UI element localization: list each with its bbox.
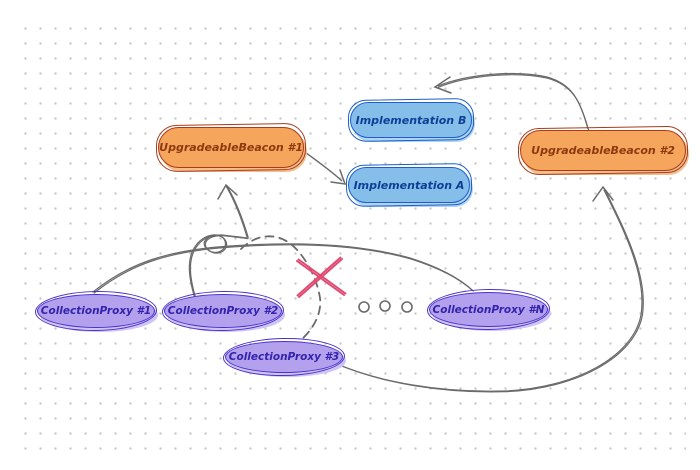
node-collection-proxy-3: CollectionProxy #3 bbox=[225, 341, 343, 373]
node-implementation-a: Implementation A bbox=[348, 167, 470, 203]
node-label: Implementation B bbox=[355, 113, 467, 127]
edge-beacon2-to-implementation-b-sketch bbox=[438, 74, 590, 131]
node-collection-proxy-1: CollectionProxy #1 bbox=[37, 294, 155, 328]
arrow-to-beacon1-sketch bbox=[226, 185, 249, 239]
edge-proxy2-to-beacon1-sketch bbox=[189, 235, 249, 304]
arrowhead-beacon2 bbox=[592, 185, 614, 202]
node-collection-proxy-n: CollectionProxy #N bbox=[429, 292, 548, 327]
ellipsis-dots bbox=[358, 300, 413, 313]
node-label: CollectionProxy #3 bbox=[228, 351, 340, 363]
arrowhead-beacon1 bbox=[217, 183, 238, 200]
removed-cross-icon bbox=[296, 256, 347, 298]
node-implementation-b: Implementation B bbox=[350, 102, 472, 138]
edge-beacon1-to-implementation-a-sketch bbox=[305, 152, 343, 182]
arrowhead-implementation-b bbox=[433, 76, 452, 94]
node-label: CollectionProxy #1 bbox=[40, 305, 152, 317]
dot-grid-background bbox=[18, 21, 686, 455]
edge-proxies-to-beacon1-sketch bbox=[93, 244, 474, 294]
node-upgradeable-beacon-1: UpgradeableBeacon #1 bbox=[158, 127, 304, 168]
arrow-to-beacon1 bbox=[225, 185, 248, 238]
node-label: Implementation A bbox=[353, 178, 465, 192]
node-upgradeable-beacon-2: UpgradeableBeacon #2 bbox=[520, 130, 686, 171]
edge-proxy3-to-beacon2-sketch bbox=[337, 190, 644, 393]
node-label: CollectionProxy #N bbox=[432, 303, 545, 316]
node-collection-proxy-2: CollectionProxy #2 bbox=[164, 294, 282, 328]
node-label: CollectionProxy #2 bbox=[167, 305, 279, 317]
node-label: UpgradeableBeacon #2 bbox=[531, 144, 675, 157]
node-label: UpgradeableBeacon #1 bbox=[159, 141, 303, 154]
edge-proxies-to-beacon1 bbox=[92, 243, 473, 293]
